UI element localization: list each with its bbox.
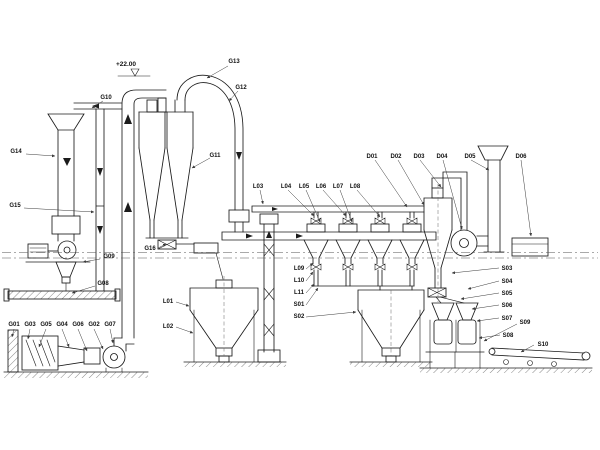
callout-g03: G03	[24, 322, 36, 328]
d06-box	[511, 237, 549, 257]
callout-g10: G10	[100, 95, 112, 101]
ground-hopper-left	[183, 361, 287, 367]
callout-s06: S06	[502, 303, 513, 309]
right-cyclone	[423, 184, 453, 302]
main-duct	[221, 231, 437, 291]
callout-s04: S04	[502, 279, 513, 285]
callout-l10: L10	[294, 278, 305, 284]
callout-l05: L05	[299, 184, 310, 190]
callout-g16: G16	[144, 246, 156, 252]
left-fan-motor	[25, 240, 91, 292]
callout-l08: L08	[350, 184, 361, 190]
exhaust-duct-vertical	[95, 108, 105, 292]
callout-g04: G04	[56, 322, 68, 328]
callout-g11: G11	[209, 153, 221, 159]
callout-s05: S05	[502, 291, 513, 297]
mid-hopper	[357, 289, 425, 363]
callout-l01: L01	[163, 299, 174, 305]
callout-g08: G08	[97, 281, 109, 287]
callout-d04: D04	[436, 154, 448, 160]
discharge-conveyor	[488, 347, 591, 367]
cyclone-pair	[138, 99, 224, 280]
callout-l07: L07	[333, 184, 344, 190]
drying-column	[121, 89, 167, 339]
callout-g15: G15	[9, 203, 21, 209]
id-fan	[431, 171, 489, 257]
right-stack	[477, 145, 509, 253]
callout-d05: D05	[464, 154, 476, 160]
callout-l02: L02	[163, 324, 174, 330]
callout-l11: L11	[294, 290, 305, 296]
ground-hopper-mid	[349, 361, 433, 367]
elevation-marker: +22.00	[116, 61, 151, 77]
furnace-assembly	[7, 329, 135, 373]
callout-g12: G12	[235, 85, 247, 91]
callout-d03: D03	[413, 154, 425, 160]
ground-left	[3, 371, 149, 378]
callout-d01: D01	[366, 154, 378, 160]
callout-d06: D06	[515, 154, 527, 160]
callout-s10: S10	[538, 342, 549, 348]
callout-l06: L06	[316, 184, 327, 190]
callout-g02: G02	[88, 322, 100, 328]
l02-hopper	[189, 276, 259, 363]
bagging-station	[425, 296, 485, 369]
callout-g01: G01	[8, 322, 20, 328]
callout-s01: S01	[294, 302, 305, 308]
callout-s03: S03	[502, 266, 513, 272]
callout-d02: D02	[390, 154, 402, 160]
callout-g13: G13	[228, 59, 240, 65]
callout-l03: L03	[253, 184, 264, 190]
callout-s09: S09	[520, 320, 531, 326]
left-stack	[47, 113, 85, 242]
datum-lines	[2, 252, 598, 259]
ground-right	[419, 367, 593, 373]
callout-l04: L04	[281, 184, 292, 190]
callout-s02: S02	[294, 314, 305, 320]
screw-conveyor	[3, 288, 121, 302]
callout-l09: L09	[294, 266, 305, 272]
callout-g14: G14	[10, 149, 22, 155]
callout-s07: S07	[502, 316, 513, 322]
callout-g09: G09	[103, 254, 115, 260]
callout-g06: G06	[72, 322, 84, 328]
callout-g07: G07	[104, 322, 116, 328]
exhaust-curve-duct	[176, 74, 250, 233]
bucket-elevator	[257, 213, 281, 363]
callout-labels: G13 G12 G10 G11 G14 G15 G16 G09 G08 G01 …	[8, 59, 549, 348]
callout-s08: S08	[503, 333, 514, 339]
callout-g05: G05	[40, 322, 52, 328]
leader-lines	[11, 65, 535, 353]
elevation-text: +22.00	[116, 61, 136, 68]
